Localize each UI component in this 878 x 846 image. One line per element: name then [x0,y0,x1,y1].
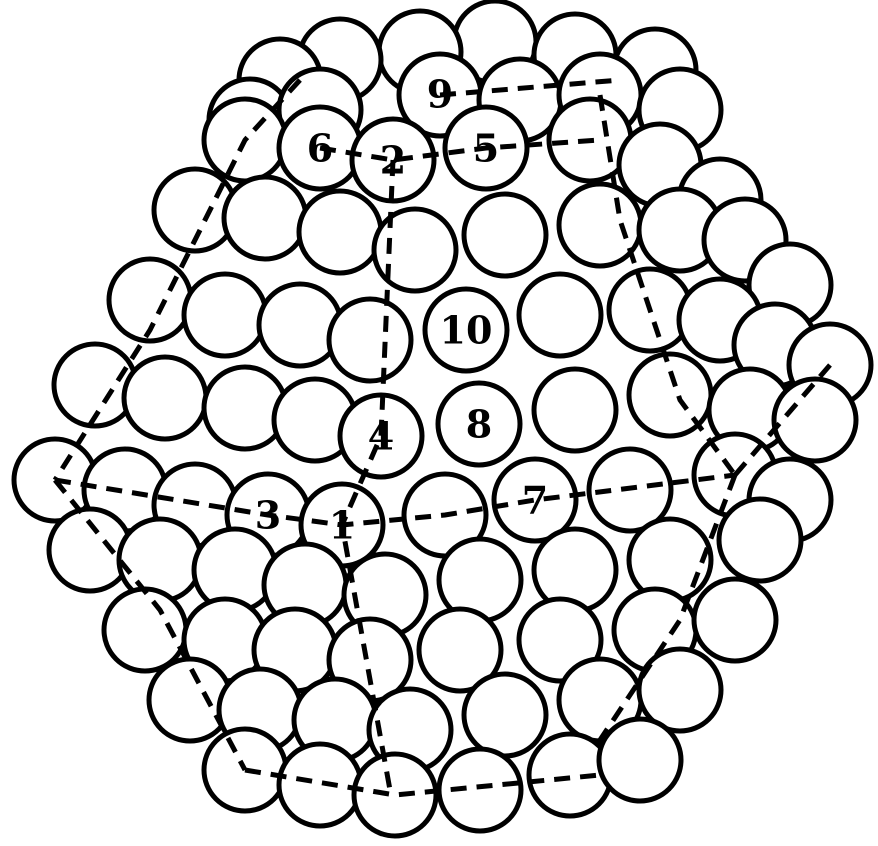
label-5: 5 [473,126,499,171]
label-3: 3 [255,493,281,538]
label-1: 1 [329,503,355,548]
sphere [299,191,381,273]
sphere [629,519,711,601]
sphere [694,579,776,661]
sphere [719,499,801,581]
sphere [464,674,546,756]
sphere [534,529,616,611]
label-2: 2 [380,138,406,183]
sphere [184,274,266,356]
sphere [124,357,206,439]
sphere [354,754,436,836]
sphere [119,519,201,601]
sphere [774,379,856,461]
sphere [224,177,306,259]
label-7: 7 [522,478,548,523]
sphere [104,589,186,671]
label-4: 4 [368,414,394,459]
label-8: 8 [466,402,492,447]
label-9: 9 [427,72,453,117]
label-6: 6 [307,126,333,171]
sphere [259,284,341,366]
label-10: 10 [440,308,493,353]
sphere [519,274,601,356]
spheres-layer [14,1,871,836]
sphere [599,719,681,801]
sphere [529,734,611,816]
sphere [464,194,546,276]
sphere [534,369,616,451]
sphere [329,299,411,381]
